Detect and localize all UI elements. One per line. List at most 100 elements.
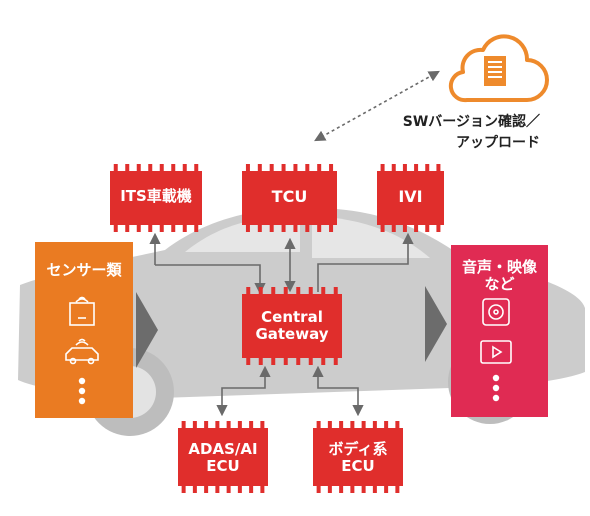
chip-pin <box>125 225 130 232</box>
chip-pin <box>317 225 322 232</box>
chip-pin <box>269 164 274 171</box>
chip-pin <box>425 164 430 171</box>
chip-pin <box>329 164 334 171</box>
chip-pin <box>271 358 276 365</box>
chip-pin <box>215 486 220 493</box>
chip-pin <box>372 421 377 428</box>
wireless-box-icon <box>69 296 95 326</box>
output-title-line2: など <box>484 275 515 294</box>
chip-pin <box>296 287 301 294</box>
chip-gateway-line2: Gateway <box>255 325 329 344</box>
chip-pin <box>258 358 263 365</box>
chip-adas-label: ADAS/AI ECU <box>178 440 268 476</box>
chip-pin <box>258 287 263 294</box>
chip-pin <box>350 486 355 493</box>
chip-pin <box>321 287 326 294</box>
chip-pin <box>308 287 313 294</box>
cloud-note: SWバージョン確認／ アップロード <box>340 112 540 154</box>
chip-its-label: ITS車載機 <box>120 187 192 205</box>
chip-pin <box>436 164 441 171</box>
chip-pin <box>402 225 407 232</box>
chip-pin <box>192 421 197 428</box>
chip-pin <box>305 225 310 232</box>
chip-tcu <box>242 164 337 232</box>
chip-pin <box>333 358 338 365</box>
chip-pin <box>414 225 419 232</box>
chip-gateway-label: Central Gateway <box>242 308 342 344</box>
chip-pin <box>316 421 321 428</box>
chip-pin <box>283 358 288 365</box>
chip-pin <box>113 225 118 232</box>
chip-ivi <box>377 164 444 232</box>
chip-pin <box>317 164 322 171</box>
chip-pin <box>380 225 385 232</box>
chip-pin <box>237 421 242 428</box>
chip-pin <box>148 164 153 171</box>
chip-pin <box>327 486 332 493</box>
chip-pin <box>171 225 176 232</box>
chip-pin <box>350 421 355 428</box>
more-dots-icon <box>78 377 86 405</box>
chip-pin <box>204 486 209 493</box>
chip-pin <box>125 164 130 171</box>
chip-pin <box>246 358 251 365</box>
chip-group <box>110 164 444 493</box>
output-title-line1: 音声・映像 <box>461 258 537 276</box>
connections <box>149 70 440 417</box>
chip-pin <box>113 164 118 171</box>
chip-pin <box>281 225 286 232</box>
chip-pin <box>425 225 430 232</box>
chip-pin <box>269 225 274 232</box>
chip-pin <box>182 164 187 171</box>
chip-pin <box>136 225 141 232</box>
chip-pin <box>380 164 385 171</box>
chip-pin <box>245 164 250 171</box>
chip-pin <box>249 486 254 493</box>
chip-body-label: ボディ系 ECU <box>313 440 403 476</box>
chip-pin <box>391 164 396 171</box>
chip-pin <box>384 486 389 493</box>
chip-pin <box>293 225 298 232</box>
chip-pin <box>321 358 326 365</box>
chip-pin <box>296 358 301 365</box>
chip-pin <box>316 486 321 493</box>
chip-pin <box>436 225 441 232</box>
chip-gateway <box>242 287 342 365</box>
chip-pin <box>372 486 377 493</box>
chip-adas-line2: ECU <box>206 457 240 476</box>
chip-pin <box>136 164 141 171</box>
chip-pin <box>182 225 187 232</box>
chip-pin <box>283 287 288 294</box>
output-panel-title: 音声・映像 など <box>451 258 548 294</box>
output-panel <box>425 245 548 417</box>
chip-pin <box>260 421 265 428</box>
chip-pin <box>395 421 400 428</box>
chip-pin <box>159 164 164 171</box>
chip-pin <box>148 225 153 232</box>
chip-pin <box>281 164 286 171</box>
chip-pin <box>384 421 389 428</box>
video-player-icon <box>480 340 512 364</box>
chip-pin <box>414 164 419 171</box>
chip-pin <box>204 421 209 428</box>
sensor-panel <box>35 242 158 418</box>
chip-pin <box>194 225 199 232</box>
chip-ivi-label: IVI <box>398 187 423 206</box>
chip-pin <box>257 164 262 171</box>
chip-pin <box>333 287 338 294</box>
chip-pin <box>226 421 231 428</box>
chip-pin <box>391 225 396 232</box>
cloud-document-icon <box>448 34 549 103</box>
chip-pin <box>192 486 197 493</box>
chip-adas <box>178 421 268 493</box>
chip-tcu-label: TCU <box>271 187 308 206</box>
sensor-panel-title: センサー類 <box>46 261 122 279</box>
chip-pin <box>293 164 298 171</box>
chip-pin <box>329 225 334 232</box>
chip-body-line1: ボディ系 <box>328 440 388 458</box>
chip-pin <box>308 358 313 365</box>
more-dots-icon <box>492 374 500 402</box>
chip-its <box>110 164 202 232</box>
car-signal-icon <box>65 338 99 365</box>
